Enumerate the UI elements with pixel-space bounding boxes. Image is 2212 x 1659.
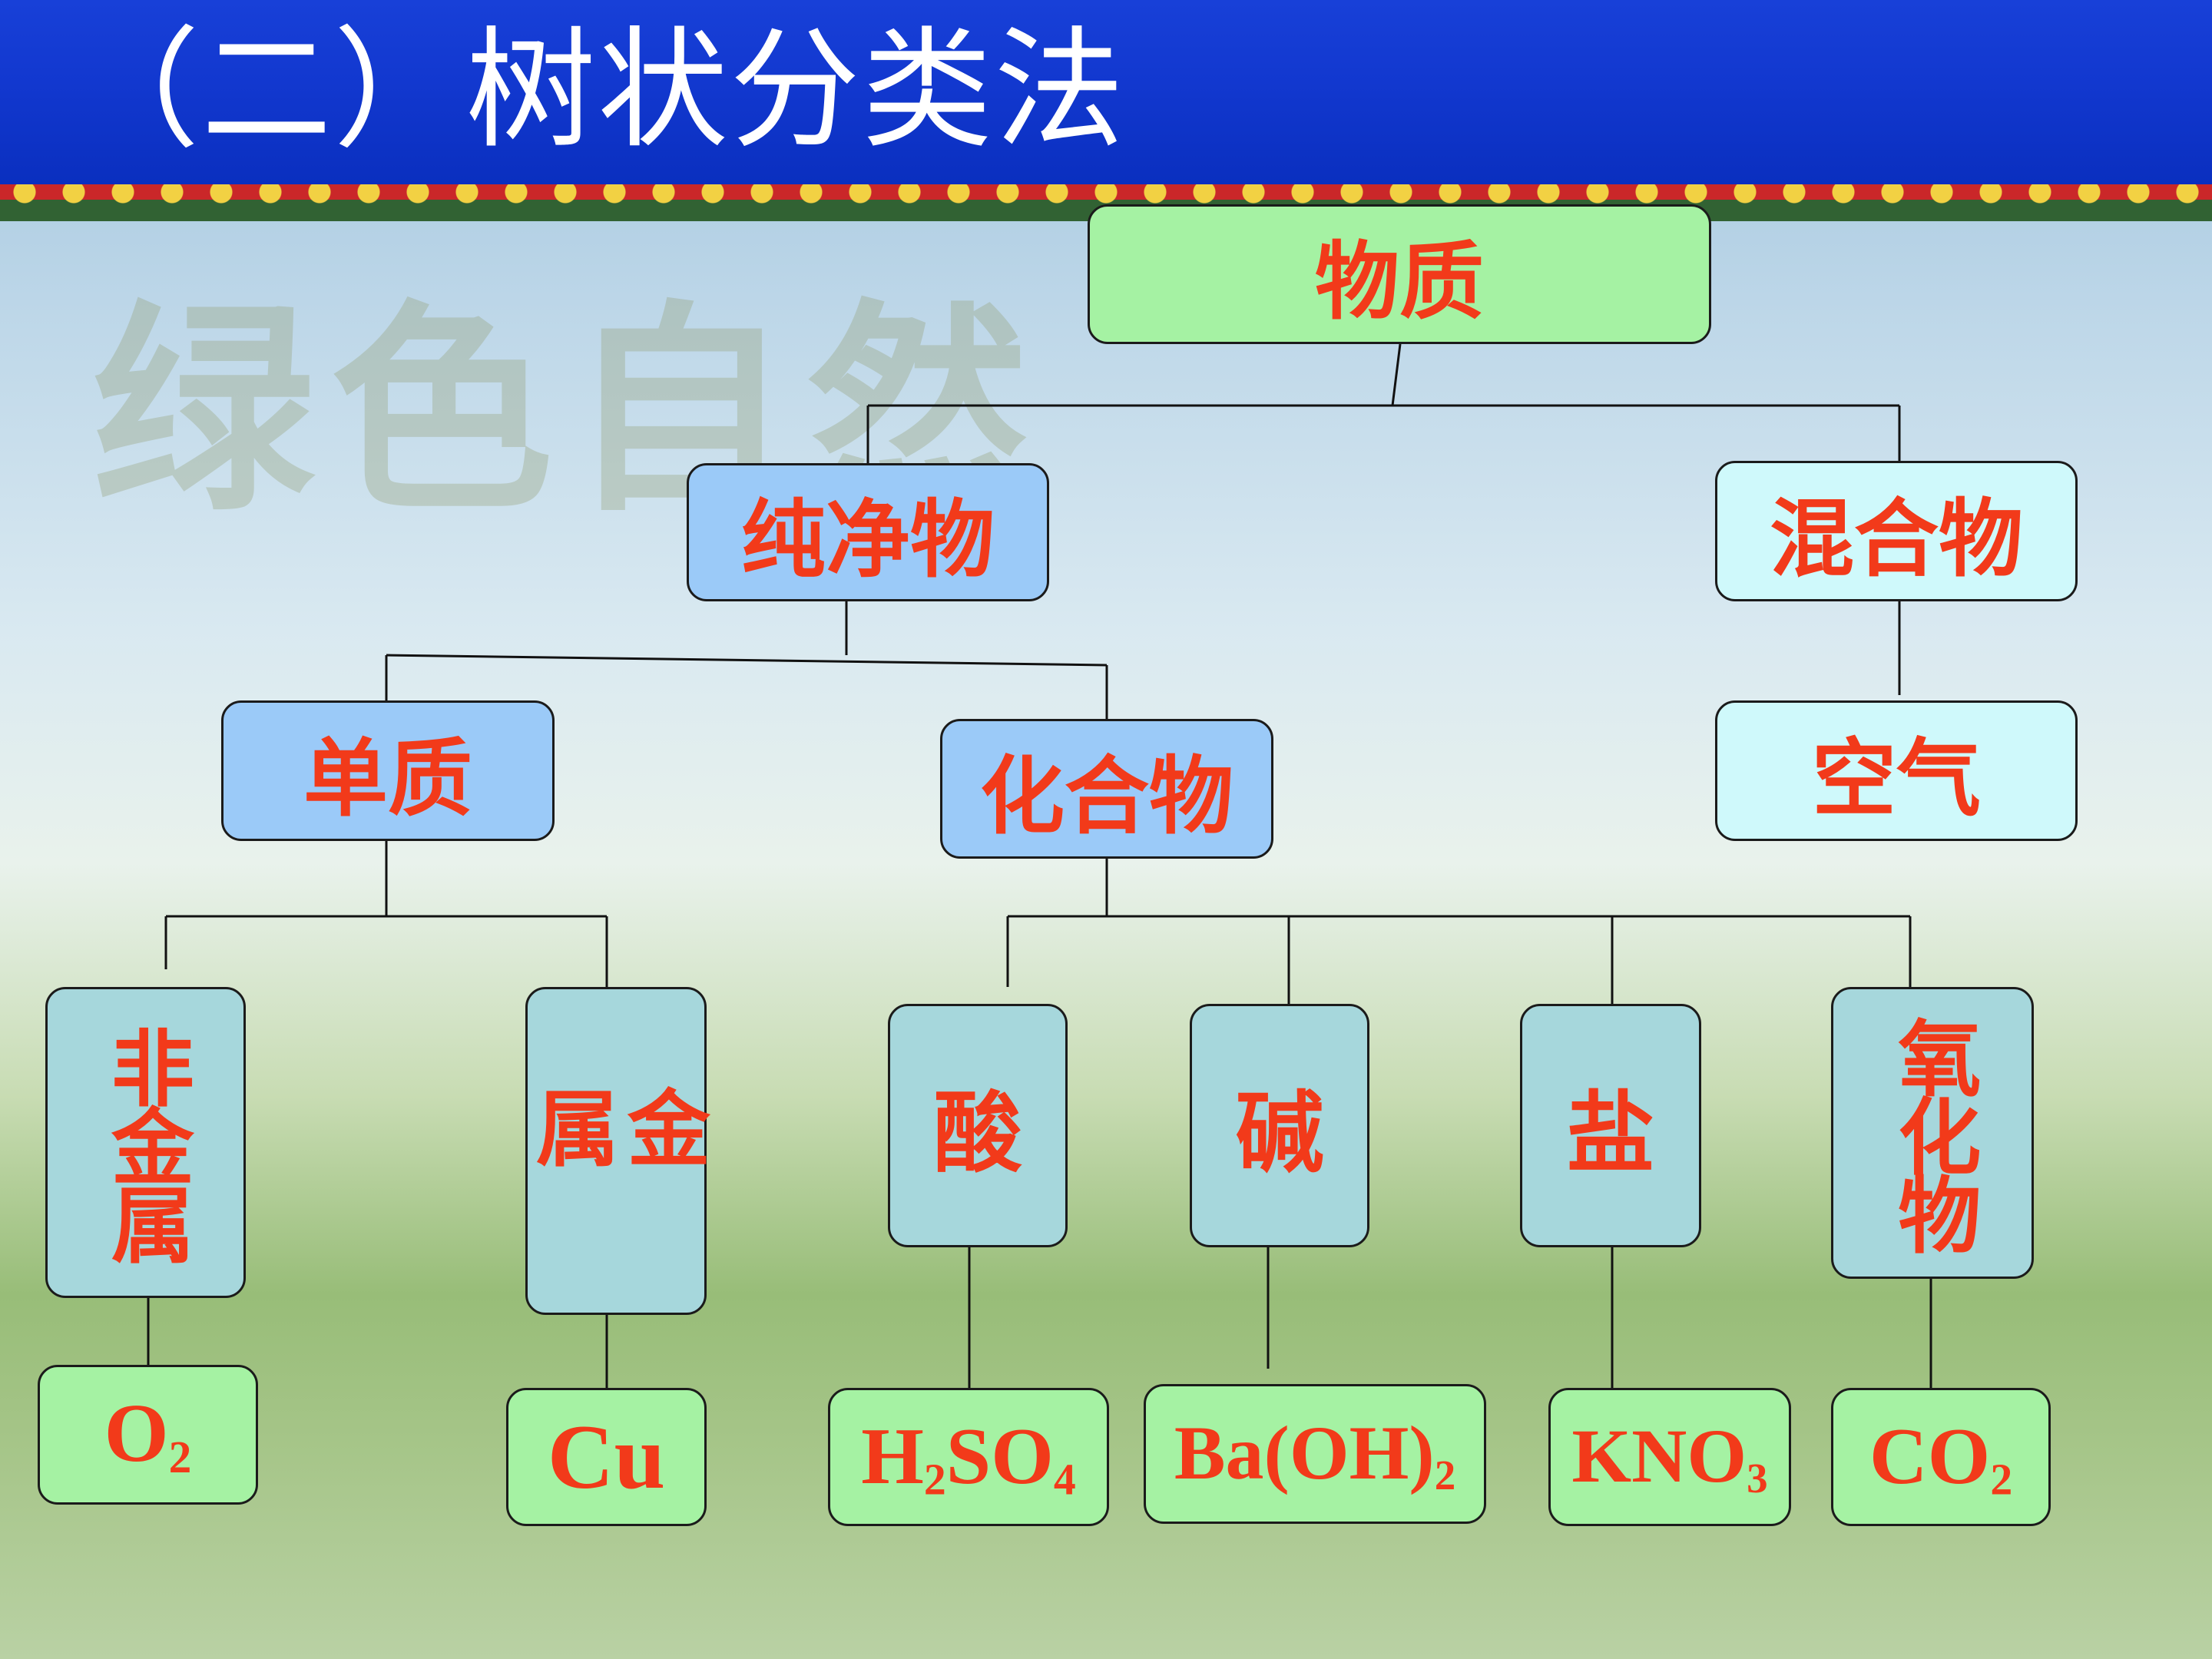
- node-pure-substance-label: 纯净物: [741, 490, 995, 589]
- node-mixture-label: 混合物: [1770, 488, 2023, 588]
- node-air: 空气: [1715, 700, 2078, 841]
- connector-pure-bar: [386, 654, 1108, 667]
- example-o2-formula: O2: [104, 1387, 192, 1482]
- node-salt-label: 盐: [1566, 1081, 1655, 1185]
- example-co2-formula: CO2: [1869, 1410, 2013, 1505]
- node-salt: 盐: [1520, 1004, 1701, 1247]
- example-baoh2-formula: Ba(OH)2: [1174, 1410, 1456, 1498]
- node-pure-substance: 纯净物: [687, 463, 1049, 601]
- example-h2so4-formula: H2SO4: [861, 1410, 1076, 1505]
- example-cu-formula: Cu: [547, 1406, 666, 1508]
- example-baoh2: Ba(OH)2: [1144, 1384, 1486, 1524]
- node-element: 单质: [221, 700, 555, 841]
- node-base: 碱: [1190, 1004, 1369, 1247]
- connector-root-stem: [1391, 343, 1402, 406]
- node-mixture: 混合物: [1715, 461, 2078, 601]
- example-cu: Cu: [506, 1388, 707, 1526]
- node-compound-label: 化合物: [980, 747, 1233, 846]
- node-nonmetal: 非金属: [45, 987, 246, 1298]
- node-element-label: 单质: [303, 728, 472, 828]
- title-bar: （二）树状分类法: [0, 0, 2212, 184]
- node-nonmetal-label: 非金属: [97, 1025, 194, 1260]
- node-oxide: 氧化物: [1831, 987, 2034, 1279]
- example-kno3-formula: KNO3: [1571, 1413, 1768, 1502]
- page-title: （二）树状分类法: [69, 15, 1127, 167]
- example-co2: CO2: [1831, 1388, 2051, 1526]
- example-h2so4: H2SO4: [828, 1388, 1109, 1526]
- node-oxide-label: 氧化物: [1884, 1015, 1982, 1250]
- node-metal-label: 金属: [522, 1084, 710, 1248]
- node-matter: 物质: [1088, 204, 1711, 344]
- node-air-label: 空气: [1812, 728, 1981, 828]
- example-o2: O2: [38, 1365, 258, 1505]
- example-kno3: KNO3: [1548, 1388, 1791, 1526]
- node-base-label: 碱: [1235, 1081, 1324, 1185]
- node-compound: 化合物: [940, 719, 1273, 859]
- node-acid: 酸: [888, 1004, 1068, 1247]
- node-metal: 金属: [522, 987, 710, 1315]
- node-matter-label: 物质: [1315, 232, 1484, 331]
- node-acid-label: 酸: [933, 1081, 1022, 1185]
